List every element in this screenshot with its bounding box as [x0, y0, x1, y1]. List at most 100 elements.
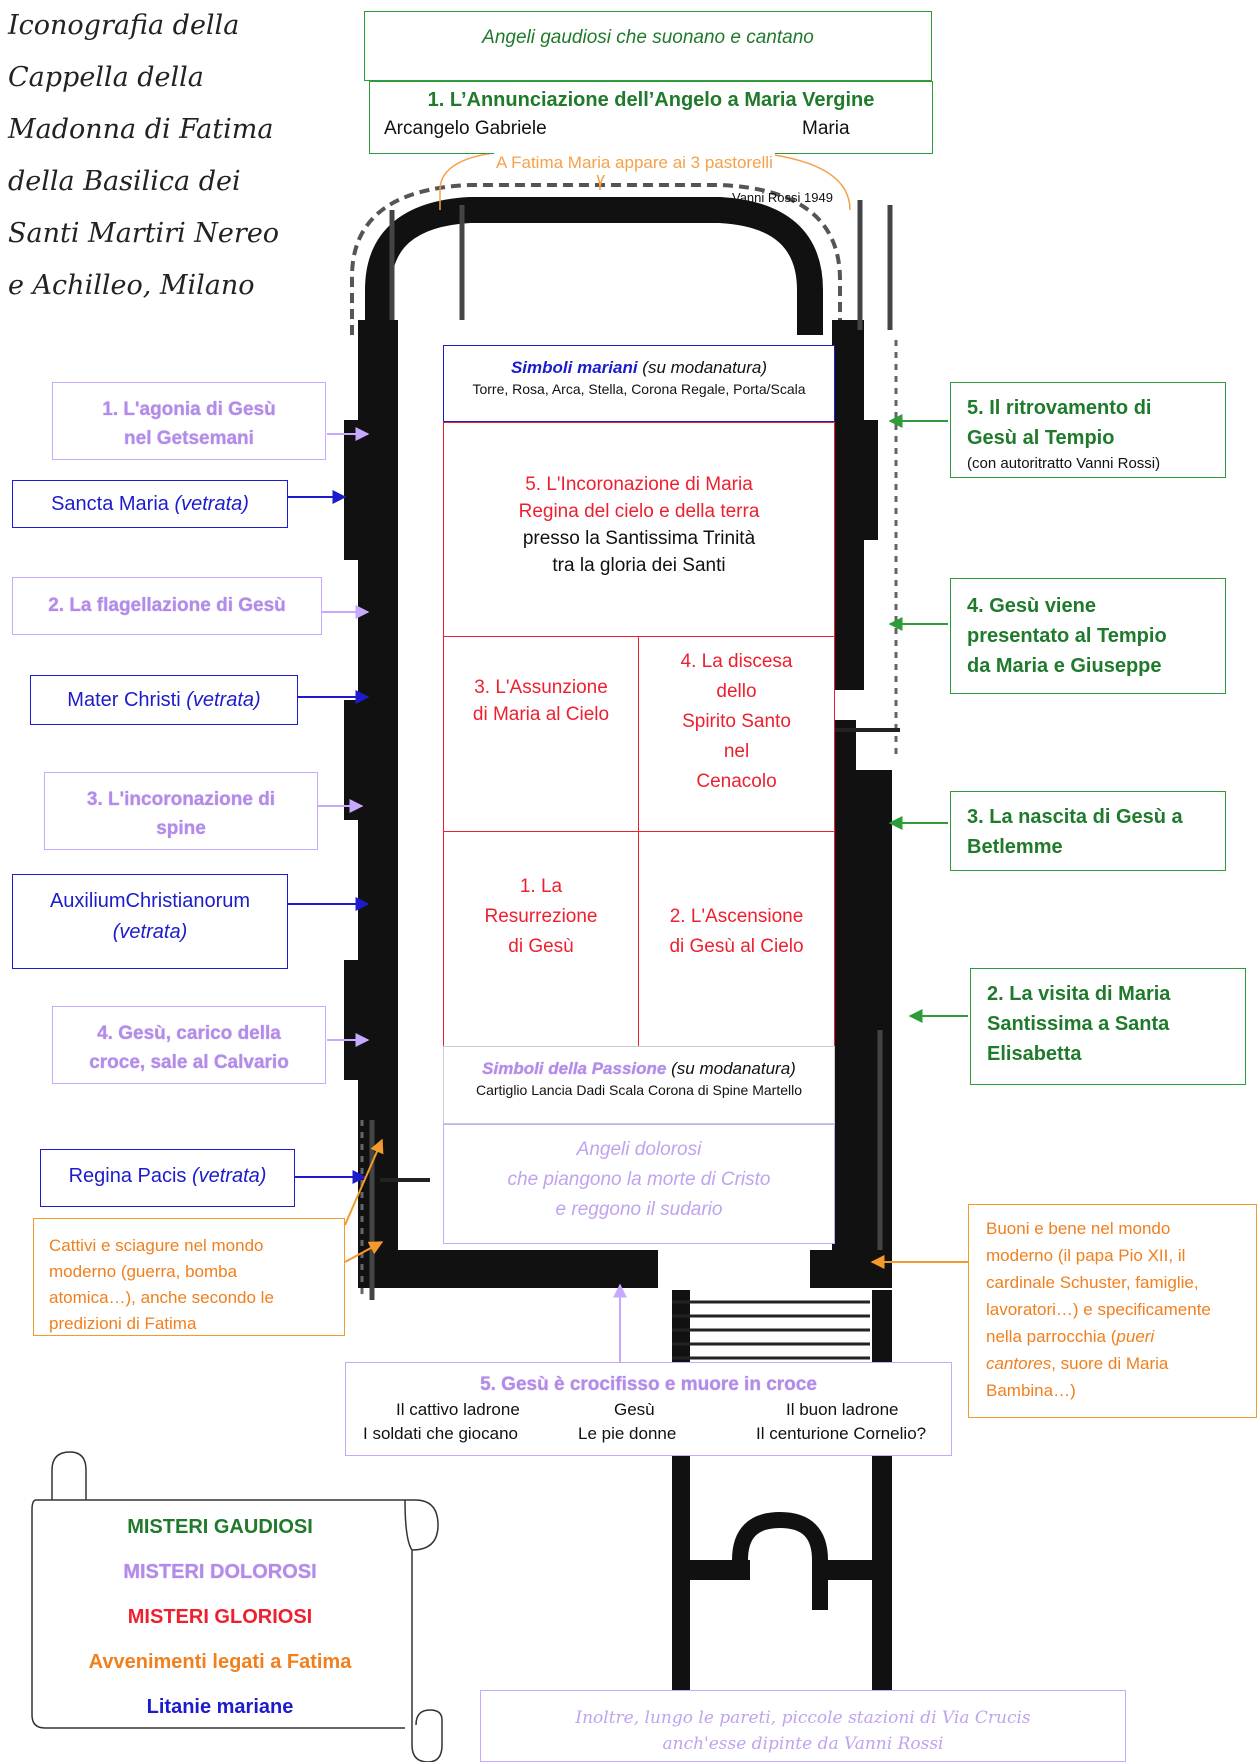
buoni-line: cardinale Schuster, famiglie,	[986, 1273, 1199, 1292]
incoronazione-line: Regina del cielo e della terra	[518, 501, 760, 522]
title-line: e Achilleo, Milano	[8, 270, 255, 301]
simboli-mariani-note: (su modanatura)	[642, 358, 768, 377]
mater-christi-label: Mater Christi	[67, 689, 181, 711]
legend-gaudiosi: MISTERI GAUDIOSI	[127, 1516, 313, 1538]
cattivi-sciagure-box: Cattivi e sciagure nel mondo moderno (gu…	[33, 1218, 345, 1336]
ritrovamento-line: 5. Il ritrovamento di	[967, 397, 1152, 419]
regina-pacis-note: (vetrata)	[191, 1165, 267, 1187]
presentato-line: da Maria e Giuseppe	[967, 655, 1162, 677]
centurione-label: Il centurione Cornelio?	[756, 1424, 927, 1443]
agonia-line: nel Getsemani	[124, 428, 254, 449]
resurrezione-line: Resurrezione	[484, 906, 598, 927]
cattivi-line: predizioni di Fatima	[49, 1314, 197, 1333]
resurrezione-line: 1. La	[519, 876, 563, 897]
incoronazione-line: presso la Santissima Trinità	[522, 528, 756, 549]
chapel-title: Iconografia della Cappella della Madonna…	[8, 0, 308, 312]
buoni-bene-box: Buoni e bene nel mondo moderno (il papa …	[968, 1204, 1257, 1418]
angeli-dolorosi-line: Angeli dolorosi	[576, 1139, 702, 1160]
flagellazione-box: 2. La flagellazione di Gesù	[12, 577, 322, 635]
crocifisso-row-1: Il cattivo ladrone Gesù Il buon ladrone	[346, 1398, 951, 1422]
buoni-line: lavoratori…) e specificamente	[986, 1300, 1211, 1319]
cattivo-ladrone-label: Il cattivo ladrone	[396, 1400, 520, 1419]
calvario-line: 4. Gesù, carico della	[97, 1023, 281, 1044]
crocifisso-row-2: I soldati che giocano Le pie donne Il ce…	[346, 1422, 951, 1446]
annunciazione-title: 1. L’Annunciazione dell’Angelo a Maria V…	[427, 89, 875, 111]
incoronazione-line: tra la gloria dei Santi	[552, 555, 726, 576]
incoronazione-spine-line: 3. L'incoronazione di	[86, 789, 276, 810]
pie-donne-label: Le pie donne	[578, 1424, 677, 1443]
sancta-maria-note: (vetrata)	[174, 493, 249, 515]
cattivi-line: moderno (guerra, bomba	[49, 1262, 238, 1281]
incoronazione-spine-line: spine	[156, 818, 206, 839]
ritrovamento-line: Gesù al Tempio	[967, 427, 1115, 449]
discesa-line: Cenacolo	[696, 771, 777, 792]
fatima-apparizione-label: A Fatima Maria appare ai 3 pastorelli	[494, 151, 775, 175]
title-line: Cappella della	[8, 62, 204, 93]
simboli-passione-list: Cartiglio Lancia Dadi Scala Corona di Sp…	[475, 1082, 803, 1098]
flagellazione-label: 2. La flagellazione di Gesù	[48, 595, 286, 616]
calvario-line: croce, sale al Calvario	[89, 1052, 289, 1073]
simboli-passione-note: (su modanatura)	[671, 1059, 796, 1078]
visita-line: Santissima a Santa	[987, 1013, 1170, 1035]
agonia-box: 1. L'agonia di Gesù nel Getsemani	[52, 382, 326, 460]
via-crucis-line: Inoltre, lungo le pareti, piccole stazio…	[575, 1708, 1031, 1728]
discesa-line: 4. La discesa	[680, 651, 793, 672]
connector-arrows	[288, 414, 968, 1362]
gabriele-label: Arcangelo Gabriele	[384, 118, 547, 139]
via-crucis-box: Inoltre, lungo le pareti, piccole stazio…	[480, 1690, 1126, 1762]
resurrezione-box: 1. La Resurrezione di Gesù	[443, 831, 639, 1047]
title-line: Santi Martiri Nereo	[8, 218, 280, 249]
calvario-box: 4. Gesù, carico della croce, sale al Cal…	[52, 1006, 326, 1084]
presentato-line: 4. Gesù viene	[967, 595, 1096, 617]
legend-fatima: Avvenimenti legati a Fatima	[88, 1651, 352, 1673]
ascensione-box: 2. L'Ascensione di Gesù al Cielo	[638, 831, 835, 1047]
signature-label: Vanni Rossi 1949	[732, 190, 833, 205]
visita-elisabetta-box: 2. La visita di Maria Santissima a Santa…	[970, 968, 1246, 1085]
cattivi-line: Cattivi e sciagure nel mondo	[49, 1236, 264, 1255]
simboli-mariani-title: Simboli mariani	[510, 358, 638, 377]
gesu-label: Gesù	[614, 1400, 655, 1419]
legend-litanie: Litanie mariane	[146, 1696, 294, 1718]
simboli-mariani-box: Simboli mariani (su modanatura) Torre, R…	[443, 345, 835, 422]
agonia-line: 1. L'agonia di Gesù	[102, 399, 276, 420]
angeli-dolorosi-line: e reggono il sudario	[555, 1199, 723, 1220]
auxilium-line: (vetrata)	[112, 921, 188, 943]
ascensione-line: di Gesù al Cielo	[669, 936, 804, 957]
assunzione-line: 3. L'Assunzione	[474, 677, 608, 698]
auxilium-line: AuxiliumChristianorum	[49, 890, 251, 912]
discesa-line: dello	[716, 681, 757, 702]
legend: MISTERI GAUDIOSI MISTERI DOLOROSI MISTER…	[40, 1505, 400, 1730]
nascita-box: 3. La nascita di Gesù a Betlemme	[950, 791, 1226, 871]
regina-pacis-box: Regina Pacis (vetrata)	[40, 1149, 295, 1207]
simboli-mariani-list: Torre, Rosa, Arca, Stella, Corona Regale…	[472, 381, 806, 397]
simboli-passione-box: Simboli della Passione (su modanatura) C…	[443, 1046, 835, 1124]
buon-ladrone-label: Il buon ladrone	[786, 1400, 899, 1419]
visita-line: Elisabetta	[987, 1043, 1082, 1065]
buoni-line: cantores, suore di Maria	[986, 1354, 1169, 1373]
title-line: Iconografia della	[8, 10, 240, 41]
annunciazione-figures: Arcangelo Gabriele Maria	[384, 115, 918, 143]
presentato-tempio-box: 4. Gesù viene presentato al Tempio da Ma…	[950, 578, 1226, 694]
ritrovamento-box: 5. Il ritrovamento di Gesù al Tempio (co…	[950, 382, 1226, 478]
visita-line: 2. La visita di Maria	[987, 983, 1171, 1005]
resurrezione-line: di Gesù	[508, 936, 574, 957]
buoni-line: nella parrocchia (pueri	[986, 1327, 1155, 1346]
ritrovamento-line: (con autoritratto Vanni Rossi)	[967, 455, 1161, 472]
buoni-line: Bambina…)	[986, 1381, 1076, 1400]
legend-dolorosi: MISTERI DOLOROSI	[123, 1561, 317, 1583]
mater-christi-note: (vetrata)	[186, 689, 261, 711]
buoni-line: moderno (il papa Pio XII, il	[986, 1246, 1186, 1265]
nascita-line: 3. La nascita di Gesù a	[967, 806, 1183, 828]
incoronazione-maria-box: 5. L'Incoronazione di Maria Regina del c…	[443, 422, 835, 637]
ascensione-line: 2. L'Ascensione	[669, 906, 804, 927]
title-line: della Basilica dei	[8, 166, 241, 197]
angeli-gaudiosi-label: Angeli gaudiosi che suonano e cantano	[482, 27, 814, 48]
title-line: Madonna di Fatima	[8, 114, 274, 145]
simboli-passione-title: Simboli della Passione	[482, 1059, 667, 1078]
regina-pacis-label: Regina Pacis	[68, 1165, 187, 1187]
via-crucis-line: anch'esse dipinte da Vanni Rossi	[662, 1734, 944, 1754]
incoronazione-line: 5. L'Incoronazione di Maria	[525, 474, 753, 495]
angeli-dolorosi-box: Angeli dolorosi che piangono la morte di…	[443, 1124, 835, 1244]
legend-gloriosi: MISTERI GLORIOSI	[127, 1606, 313, 1628]
